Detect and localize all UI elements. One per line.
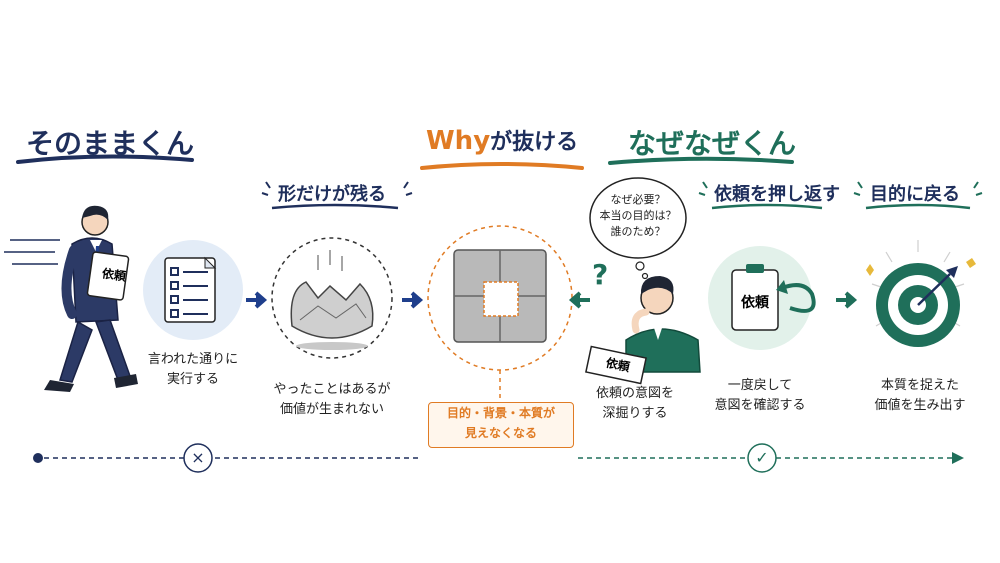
caption-line: 実行する bbox=[166, 372, 219, 387]
confirm-intent-caption: 一度戻して 意図を確認する bbox=[700, 376, 820, 416]
thought-line: なぜ必要？ bbox=[610, 193, 666, 206]
caption-line: 言われた通りに bbox=[147, 352, 239, 367]
center-title-why: Why bbox=[426, 126, 491, 156]
shape-remains-heading: 形だけが残る bbox=[278, 184, 386, 205]
clipboard-return-icon bbox=[708, 246, 816, 350]
thinking-businessman-illustration bbox=[585, 276, 701, 385]
timeline-bad-marker: × bbox=[191, 448, 205, 467]
timeline-start-dot bbox=[33, 453, 43, 463]
caption-line: 一度戻して bbox=[727, 378, 793, 393]
caption-line: 価値が生まれない bbox=[279, 402, 384, 417]
box-line: 見えなくなる bbox=[464, 426, 537, 440]
timeline bbox=[33, 443, 964, 473]
timeline-end-arrow-icon bbox=[952, 452, 964, 464]
box-line: 目的・背景・本質が bbox=[446, 406, 555, 420]
caption-line: 本質を捉えた bbox=[880, 378, 959, 393]
center-title-rest: が抜ける bbox=[490, 130, 579, 155]
execute-as-told-caption: 言われた通りに 実行する bbox=[130, 350, 256, 390]
no-value-caption: やったことはあるが 価値が生まれない bbox=[262, 380, 402, 420]
thought-bubble bbox=[589, 177, 687, 280]
broken-shell-icon bbox=[271, 237, 393, 359]
clipboard-label: 依頼 bbox=[741, 295, 769, 311]
caption-line: 価値を生み出す bbox=[874, 398, 966, 413]
caption-line: やったことはあるが bbox=[273, 382, 391, 397]
puzzle-missing-piece-icon bbox=[427, 225, 573, 400]
walking-businessman-illustration bbox=[4, 205, 138, 392]
timeline-bad-marker-circle bbox=[183, 443, 213, 473]
dig-intent-caption: 依頼の意図を 深掘りする bbox=[580, 384, 690, 424]
right-title: なぜなぜくん bbox=[628, 127, 797, 160]
arrow-right-icon bbox=[402, 291, 424, 309]
create-value-caption: 本質を捉えた 価値を生み出す bbox=[860, 376, 980, 416]
left-title: そのままくん bbox=[26, 127, 195, 160]
caption-line: 依頼の意図を bbox=[595, 386, 674, 401]
timeline-good-marker: ✓ bbox=[755, 448, 769, 467]
return-purpose-heading: 目的に戻る bbox=[870, 184, 960, 205]
arrow-right-icon bbox=[836, 291, 858, 309]
arrow-left-icon bbox=[568, 291, 590, 309]
title-underline-right bbox=[608, 156, 794, 165]
checklist-document-icon bbox=[143, 240, 243, 340]
thought-bubble-text: なぜ必要？ 本当の目的は？ 誰のため？ bbox=[592, 192, 684, 240]
question-mark: ? bbox=[592, 258, 609, 291]
target-bullseye-icon bbox=[866, 240, 976, 347]
center-title: Whyが抜ける bbox=[426, 124, 578, 156]
missing-context-box: 目的・背景・本質が 見えなくなる bbox=[428, 402, 574, 448]
timeline-good-marker-circle bbox=[747, 443, 777, 473]
arrow-right-icon bbox=[246, 291, 268, 309]
push-back-heading: 依頼を押し返す bbox=[714, 184, 840, 205]
thought-line: 誰のため？ bbox=[610, 225, 666, 238]
heading-bracket-push-back bbox=[698, 181, 823, 210]
caption-line: 意図を確認する bbox=[714, 398, 806, 413]
caption-line: 深掘りする bbox=[602, 406, 668, 421]
heading-bracket-shape-remains bbox=[261, 181, 413, 210]
thought-line: 本当の目的は？ bbox=[599, 209, 677, 222]
title-underline-center bbox=[420, 162, 584, 170]
title-underline-left bbox=[16, 154, 194, 164]
heading-bracket-return-purpose bbox=[853, 181, 983, 210]
